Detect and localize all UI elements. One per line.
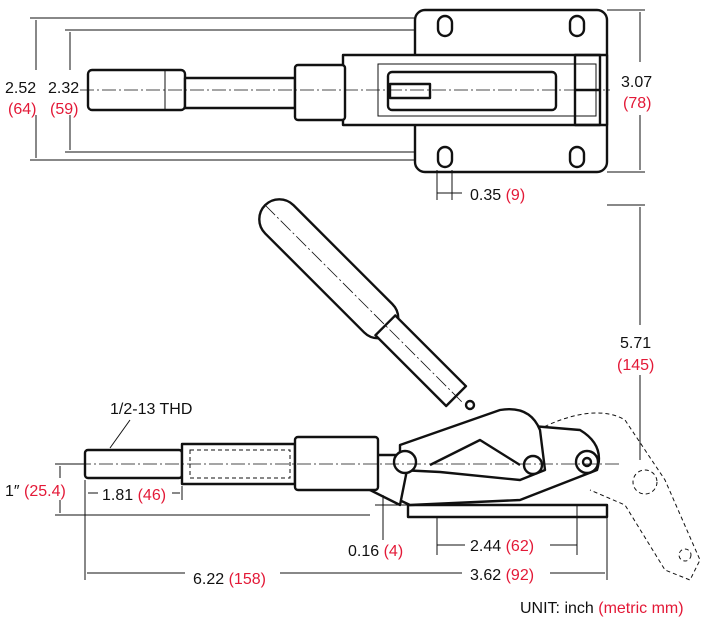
- plunger-collar: [293, 63, 347, 122]
- dim-overall-height-inch: 2.52: [5, 80, 36, 97]
- pivot-pin: [392, 449, 418, 475]
- dim-slot-offset: 0.35 (9): [470, 187, 525, 204]
- dim-plunger-centers-inch: 2.32: [48, 80, 79, 97]
- handle: [258, 198, 468, 408]
- dim-plunger-height: 1″ (25.4): [5, 483, 66, 500]
- dim-handle-height-inch: 5.71: [620, 335, 651, 352]
- pivot-pin: [522, 454, 544, 476]
- top-view: [30, 8, 645, 200]
- phantom-handle: [519, 412, 701, 581]
- dim-base-width-inch: 3.07: [621, 74, 652, 91]
- dim-plunger-length: 1.81 (46): [102, 487, 166, 504]
- dim-base-width-mm: (78): [623, 95, 651, 112]
- linkage: [386, 70, 558, 112]
- dimension-labels: 2.52 (64) 2.32 (59) 3.07 (78) 0.35 (9) 5…: [5, 74, 684, 617]
- plunger-rod: [183, 76, 297, 110]
- unit-note: UNIT: inch (metric mm): [520, 600, 684, 617]
- dim-stroke-length: 6.22 (158): [193, 571, 266, 588]
- dim-overall-height-mm: (64): [8, 101, 36, 118]
- plunger-collar: [293, 435, 380, 492]
- base-plate: [406, 503, 609, 519]
- mounting-slots: [436, 14, 586, 169]
- dim-plunger-centers-mm: (59): [50, 101, 78, 118]
- dim-base-thickness: 0.16 (4): [348, 543, 403, 560]
- pivot-pin: [574, 449, 600, 475]
- dim-handle-height-mm: (145): [617, 357, 654, 374]
- dim-hole-spacing: 2.44 (62): [470, 538, 534, 555]
- side-view: [55, 198, 701, 581]
- dim-base-length: 3.62 (92): [470, 567, 534, 584]
- thread-label: 1/2-13 THD: [110, 401, 192, 418]
